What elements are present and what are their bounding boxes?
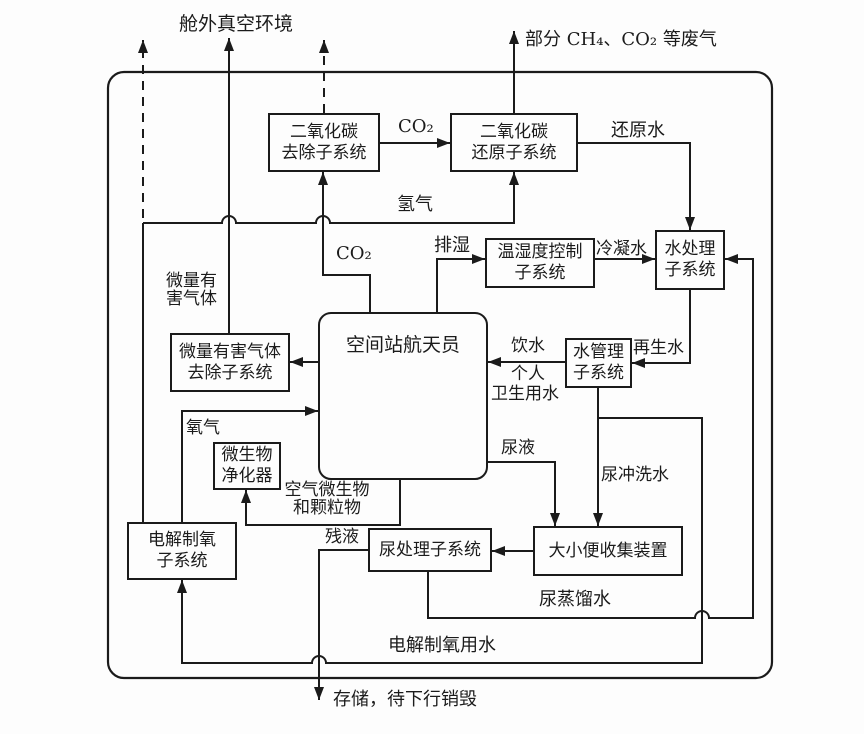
box-trace-gas-line2: 去除子系统 [187, 362, 273, 383]
box-thc-line1: 温湿度控制 [497, 242, 583, 262]
label-air-microbes-line1: 空气微生物 [284, 480, 370, 500]
box-temp-humidity-control: 温湿度控制 子系统 [485, 238, 595, 288]
hydrogen-arrow [143, 172, 519, 224]
co2-crew-arrow [318, 172, 371, 312]
label-waste-gas: 部分 CH₄、CO₂ 等废气 [525, 29, 717, 50]
box-water-mgmt-line1: 水管理 [573, 342, 624, 362]
label-co2-mid: CO₂ [336, 243, 372, 264]
box-urine-treatment-line1: 尿处理子系统 [379, 539, 481, 560]
box-trace-gas-line1: 微量有害气体 [179, 341, 281, 362]
box-electrolysis-line2: 子系统 [156, 551, 208, 571]
box-microbe-line1: 微生物 [221, 445, 273, 465]
label-urine-flush: 尿冲洗水 [601, 465, 669, 485]
box-co2-reduction-line1: 二氧化碳 [480, 121, 548, 142]
dehumidify-arrow [436, 254, 485, 312]
box-co2-removal-line2: 去除子系统 [281, 142, 367, 163]
box-co2-removal: 二氧化碳 去除子系统 [268, 113, 380, 172]
air-microbes-arrow [241, 480, 401, 526]
label-urine-distilled: 尿蒸馏水 [539, 589, 611, 610]
label-co2-top: CO₂ [398, 116, 434, 137]
box-waste-collector: 大小便收集装置 [533, 526, 683, 576]
box-thc-line2: 子系统 [514, 263, 566, 283]
electrolysis-water-arrow [177, 417, 703, 664]
label-personal: 个人 [511, 364, 545, 384]
label-air-microbes-line2: 和颗粒物 [293, 498, 361, 518]
label-reduced-water: 还原水 [611, 120, 665, 141]
label-vacuum-environment: 舱外真空环境 [179, 13, 294, 35]
urine-distilled-arrow [427, 254, 754, 619]
box-water-treatment-line2: 子系统 [664, 260, 716, 280]
box-microbe-purifier: 微生物 净化器 [213, 442, 281, 490]
label-hydrogen: 氢气 [397, 194, 433, 215]
regen-water-arrow [632, 290, 691, 368]
box-co2-reduction: 二氧化碳 还原子系统 [450, 113, 578, 172]
label-residual: 残液 [325, 527, 359, 547]
label-storage-disposal: 存储，待下行销毁 [333, 689, 477, 710]
box-astronauts: 空间站航天员 [318, 312, 488, 480]
label-hygiene-water: 卫生用水 [491, 384, 559, 404]
label-regen-water: 再生水 [633, 338, 684, 358]
label-trace-gas: 微量有 害气体 [166, 272, 217, 308]
box-water-treatment-line1: 水处理 [664, 239, 716, 259]
box-co2-reduction-line2: 还原子系统 [471, 142, 557, 163]
label-oxygen: 氧气 [186, 418, 220, 438]
label-air-microbes: 空气微生物 和颗粒物 [281, 481, 373, 517]
box-water-mgmt-line2: 子系统 [573, 363, 624, 383]
label-urine: 尿液 [501, 438, 535, 458]
box-trace-gas-removal: 微量有害气体 去除子系统 [170, 333, 290, 392]
cabin-border [106, 70, 774, 680]
label-condensate: 冷凝水 [596, 239, 647, 259]
residual-storage-arrow [314, 549, 368, 700]
astronauts-title: 空间站航天员 [345, 334, 460, 356]
box-waste-collector-line1: 大小便收集装置 [548, 540, 668, 561]
label-electrolysis-water: 电解制氧用水 [388, 635, 496, 656]
reduced-water-arrow [578, 142, 695, 230]
box-water-management: 水管理 子系统 [565, 338, 632, 388]
label-dehumidify: 排湿 [434, 235, 470, 256]
box-microbe-line2: 净化器 [221, 466, 273, 486]
box-water-treatment: 水处理 子系统 [655, 230, 725, 290]
label-trace-gas-line2: 害气体 [166, 289, 217, 309]
box-urine-treatment: 尿处理子系统 [368, 528, 492, 572]
label-drinking-water: 饮水 [511, 336, 545, 356]
box-co2-removal-line1: 二氧化碳 [290, 121, 358, 142]
box-electrolysis-oxygen: 电解制氧 子系统 [127, 522, 237, 580]
oxygen-arrow [181, 406, 318, 522]
box-electrolysis-line1: 电解制氧 [148, 530, 216, 550]
label-trace-gas-line1: 微量有 [166, 271, 217, 291]
urine-arrow [488, 461, 560, 526]
